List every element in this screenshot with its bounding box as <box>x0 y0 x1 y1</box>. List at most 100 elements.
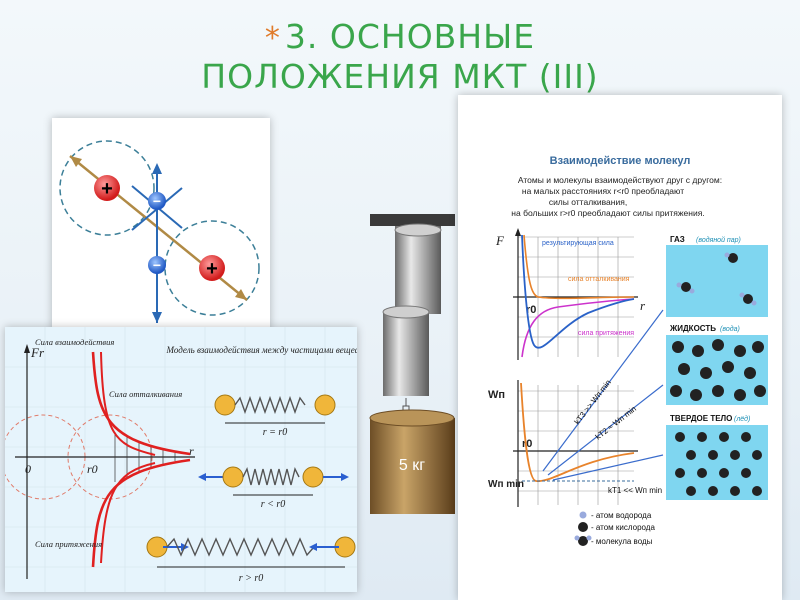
repulsion-curve <box>523 234 635 300</box>
w-axis-label: Wп <box>488 389 505 401</box>
lower-cylinder <box>383 312 429 396</box>
spring-icon <box>166 537 315 557</box>
r-axis-label: r <box>189 444 194 458</box>
case-greater-label: r > r0 <box>239 573 264 584</box>
minus-sign: − <box>153 257 161 273</box>
mount-bar <box>370 214 455 226</box>
plus-sign: + <box>101 178 113 200</box>
intro-line-3: силы отталкивания, <box>549 197 627 207</box>
repulsion-label: сила отталкивания <box>568 276 630 283</box>
page-title-line1: *3. ОСНОВНЫЕ <box>0 18 800 58</box>
weight-block <box>370 418 455 514</box>
dashed-circle-left <box>59 140 155 236</box>
arrow-head-icon <box>235 289 247 300</box>
kt1-label: kT1 << Wп min <box>608 486 662 495</box>
legend-hydrogen: - атом водорода <box>591 511 652 520</box>
particle-icon <box>302 466 324 488</box>
weight-top <box>369 409 455 427</box>
spring-icon <box>242 466 300 486</box>
arrow-left-icon <box>309 543 317 551</box>
lower-cylinder-top <box>382 305 430 319</box>
solid-note: (лёд) <box>734 415 750 423</box>
gas-molecules <box>676 252 757 306</box>
resultant-curve-top <box>100 351 156 456</box>
arrow-right-icon <box>341 473 349 481</box>
positive-charge-right <box>199 255 225 281</box>
arrow-down-icon <box>152 312 162 323</box>
axis-arrow-icon <box>515 228 521 236</box>
upper-cylinder <box>395 226 441 314</box>
resultant-curve <box>521 234 635 349</box>
diagonal-axis <box>69 155 248 301</box>
repulsion-label: Сила отталкивания <box>109 389 182 399</box>
star-bullet-icon: * <box>264 21 281 56</box>
positive-charge-left <box>94 175 120 201</box>
molecule-svg: Взаимодействие молекул Атомы и молекулы … <box>488 155 768 546</box>
r0-label: r0 <box>526 304 536 316</box>
fr-axis-label: Fr <box>30 345 45 360</box>
wmin-label: Wп min <box>488 479 524 490</box>
water-molecule-icon <box>578 536 588 546</box>
arrow-up-icon <box>152 163 162 174</box>
case-equal-label: r = r0 <box>263 427 288 438</box>
particle-icon <box>214 394 236 416</box>
spring-model-greater: r > r0 <box>146 536 356 584</box>
attraction-label: сила притяжения <box>578 330 634 337</box>
force-graph-svg: Fr r 0 r0 Сила взаимодействия Сила оттал… <box>5 327 357 592</box>
liquid-label: ЖИДКОСТЬ <box>669 324 716 333</box>
arrow-head-icon <box>70 156 82 167</box>
force-graph-upper: F r r0 результирующая сила сила отталкив… <box>495 228 646 360</box>
negative-charge-bottom <box>148 256 166 274</box>
r0-label: r0 <box>87 462 98 476</box>
page-title-text-1: 3. ОСНОВНЫЕ <box>284 17 536 56</box>
dipole-svg: + − − + <box>59 140 260 323</box>
solid-molecules <box>675 432 762 496</box>
kt2-label: kT2 ≈ Wп min <box>594 404 638 441</box>
interaction-label: Сила взаимодействия <box>35 337 114 347</box>
legend-oxygen: - атом кислорода <box>591 523 655 532</box>
dashed-circle-right <box>164 220 260 316</box>
particle-icon <box>222 466 244 488</box>
origin-label: 0 <box>25 462 31 476</box>
liquid-note: (вода) <box>720 325 740 333</box>
minus-sign: − <box>153 193 161 209</box>
model-title: Модель взаимодействия между частицами ве… <box>166 345 357 355</box>
panel-heading: Взаимодействие молекул <box>550 155 691 167</box>
particle-icon <box>314 394 336 416</box>
solid-label: ТВЕРДОЕ ТЕЛО <box>670 414 732 423</box>
legend-water: - молекула воды <box>591 537 653 546</box>
lower-grid <box>518 385 634 505</box>
r0-label-lower: r0 <box>522 438 532 450</box>
dipole-illustration: + − − + <box>52 118 270 330</box>
energy-curve <box>520 382 635 482</box>
f-axis-label: F <box>495 233 505 248</box>
r-axis-label: r <box>640 298 646 313</box>
molecule-interaction-panel: Взаимодействие молекул Атомы и молекулы … <box>458 95 782 600</box>
resultant-curve-bottom <box>100 462 156 564</box>
gas-box <box>666 245 768 317</box>
repulsion-curve <box>91 351 191 456</box>
cylinders-illustration: 5 кг <box>362 208 472 520</box>
energy-graph-lower: Wп Wп min r0 <box>488 380 638 507</box>
cylinders-svg: 5 кг <box>369 214 455 514</box>
force-graph-panel: Fr r 0 r0 Сила взаимодействия Сила оттал… <box>5 327 357 592</box>
spring-model-less: r < r0 <box>198 466 349 510</box>
resultant-label: результирующая сила <box>542 240 614 247</box>
arrow-left-icon <box>198 473 206 481</box>
attraction-label: Сила притяжения <box>35 539 102 549</box>
intro-line-1: Атомы и молекулы взаимодействуют друг с … <box>518 175 722 185</box>
attraction-curve <box>521 298 635 358</box>
kt3-label: kT3 >> Wп min <box>572 378 612 426</box>
intro-line-2: на малых расстояниях r<r0 преобладают <box>522 186 684 196</box>
negative-charge-top <box>148 192 166 210</box>
hydrogen-icon <box>579 511 587 519</box>
intro-line-4: на больших r>r0 преобладают силы притяже… <box>511 208 704 218</box>
state-arrows <box>542 309 664 481</box>
axis-arrow-icon <box>24 344 30 353</box>
liquid-molecules <box>670 339 766 401</box>
gas-note: (водяной пар) <box>696 236 741 244</box>
attraction-curve <box>91 458 191 568</box>
plus-sign: + <box>206 258 218 280</box>
case-less-label: r < r0 <box>261 499 286 510</box>
spring-icon <box>234 395 306 415</box>
